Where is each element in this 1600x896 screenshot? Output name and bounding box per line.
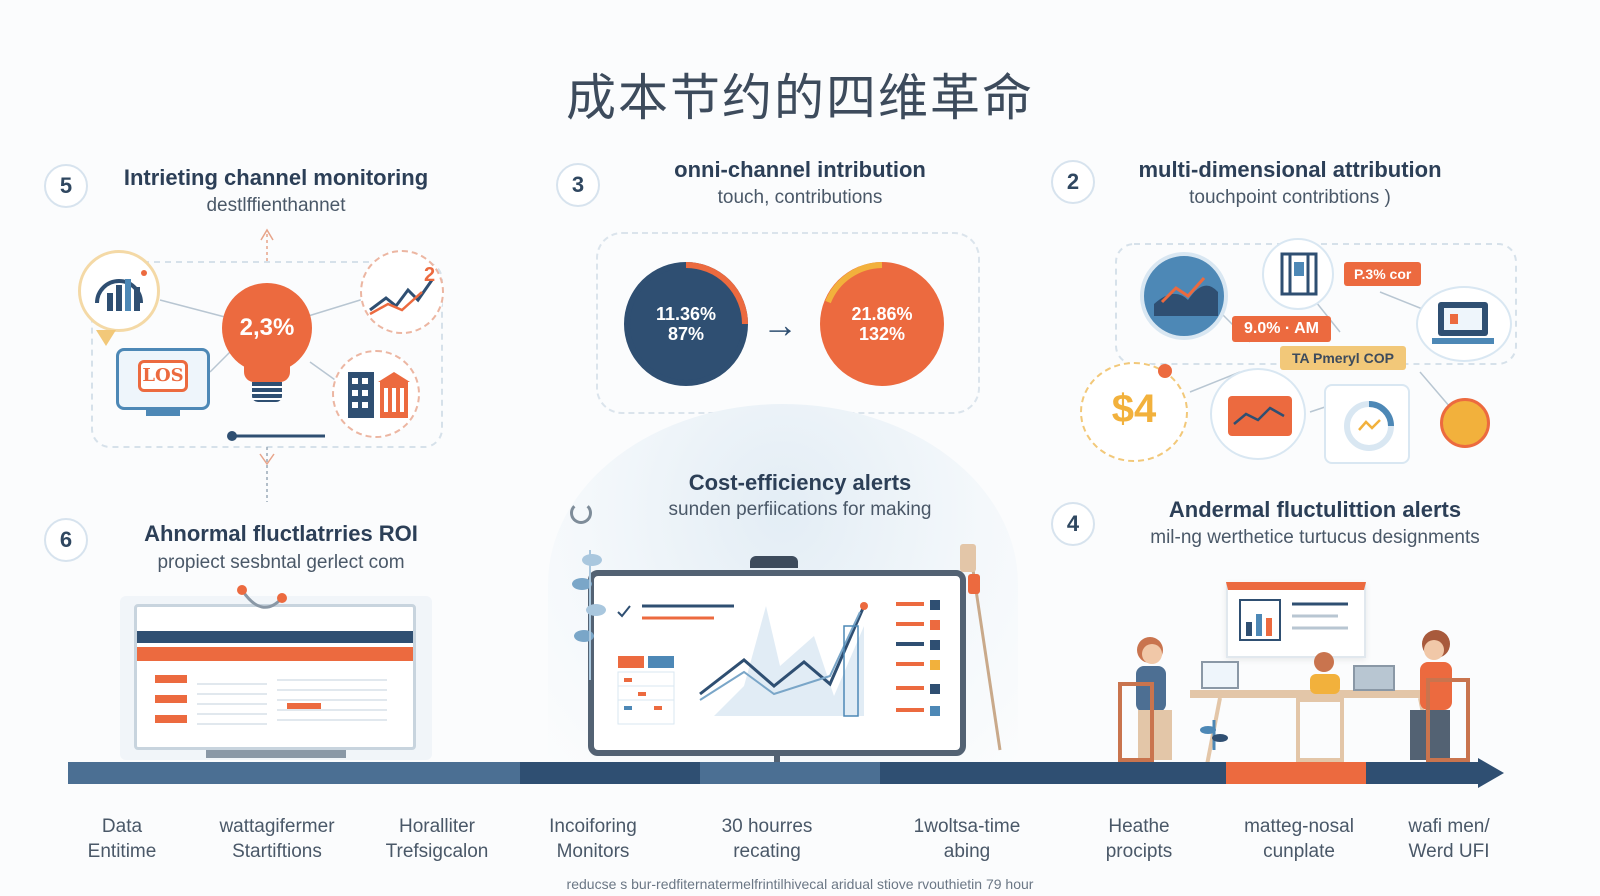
timeline-segment-1: [68, 762, 520, 784]
after-value-2: 132%: [858, 324, 906, 344]
section-4-title: Andermal fluctulittion alerts: [1168, 497, 1462, 522]
pointer-icon: [96, 330, 116, 346]
timeline-segment-3: [700, 762, 880, 784]
step-number-4: 4: [1051, 502, 1095, 546]
bar-chart-icon: [78, 250, 160, 332]
team-meeting-illustration: [1118, 630, 1470, 771]
plant-leaves-icon: [572, 550, 606, 680]
building-icon: [332, 350, 420, 438]
monitor-icon: [116, 348, 210, 410]
alarm-hook-icon: [237, 585, 287, 609]
analytics-chart: [617, 600, 940, 725]
dashboard-table-right: [277, 671, 387, 727]
center-title: Cost-efficiency alerts: [688, 470, 912, 495]
dashboard-stand: [206, 750, 346, 758]
monitor-camera-icon: [750, 556, 798, 568]
dollar-value-icon: $4: [1080, 362, 1188, 462]
dashboard-title-bar: [137, 647, 413, 661]
pen-stand-icon: [960, 544, 1002, 751]
monitor-stand-icon: [146, 410, 180, 416]
page-title: 成本节约的四维革命: [566, 69, 1034, 127]
channel-monitoring-illustration: [91, 228, 443, 502]
lightbulb-neck-icon: [244, 362, 290, 382]
percent-tag-3: TA Pmeryl COP: [1280, 346, 1406, 370]
dashboard-header-bar: [137, 631, 413, 643]
timeline-segment-5: [1226, 762, 1366, 784]
step-number-2: 2: [1051, 160, 1095, 204]
lightbulb-base-icon: [252, 382, 282, 402]
before-value-2: 87%: [667, 324, 705, 344]
dollar-badge-dot: [1158, 364, 1172, 378]
section-2-title: multi-dimensional attribution: [1138, 157, 1442, 182]
trend-line-icon: [360, 250, 444, 334]
wall-report-board: [1226, 582, 1366, 658]
step-number-5: 5: [44, 164, 88, 208]
percent-tag-1: P.3% cor: [1344, 262, 1422, 286]
dashboard-bar-2: [155, 695, 187, 703]
arrow-right-icon: →: [762, 304, 798, 345]
monitor-neck: [774, 756, 780, 766]
step-number-3: 3: [556, 163, 600, 207]
timeline-segment-4: [880, 762, 1226, 784]
dashboard-bar-3: [155, 715, 187, 723]
section-3-subtitle: touch, contributions: [717, 187, 883, 208]
timeline-label-9: wafi men/Werd UFI: [1408, 816, 1490, 862]
section-5-subtitle: destlffienthannet: [206, 195, 346, 216]
section-5-title: Intrieting channel monitoring: [123, 165, 429, 190]
timeline-arrow-head-icon: [1478, 758, 1504, 788]
center-subtitle: sunden perfiications for making: [668, 499, 932, 520]
factory-icon: [1262, 238, 1334, 310]
globe-icon: [1140, 252, 1228, 340]
dashboard-table-left: [197, 675, 267, 727]
after-value-1: 21.86%: [851, 304, 913, 324]
before-circle-arc: [685, 262, 748, 325]
section-2-subtitle: touchpoint contribtions ): [1189, 187, 1391, 208]
laptop-icon: [1416, 286, 1512, 362]
logo-badge: LOS: [138, 360, 188, 392]
before-value-1: 11.36%: [655, 304, 717, 324]
trend-badge: 2: [424, 264, 436, 286]
dashboard-screen-icon: [1210, 368, 1306, 460]
target-icon: [1440, 398, 1490, 448]
dashboard-highlight: [287, 703, 321, 709]
after-circle-arc: [825, 262, 883, 304]
gauge-icon: [1324, 384, 1410, 464]
lightbulb-value: 2,3%: [222, 283, 312, 373]
refresh-icon: [570, 502, 592, 524]
section-4-subtitle: mil-ng werthetice turtucus designments: [1150, 527, 1480, 548]
section-6-title: Ahnormal fluctlatrries ROI: [144, 521, 418, 546]
timeline-segment-6: [1366, 762, 1480, 784]
timeline-segment-2: [520, 762, 700, 784]
roi-dashboard-window: [134, 604, 416, 750]
section-6-subtitle: propiect sesbntal gerlect com: [157, 552, 405, 573]
percent-tag-2: 9.0% · AM: [1232, 316, 1331, 342]
footer-note: reducse s bur-redfiternatermelfrintilhiv…: [566, 876, 1034, 892]
dashboard-bar-1: [155, 675, 187, 683]
section-3-title: onni-channel intribution: [674, 157, 926, 182]
step-number-6: 6: [44, 518, 88, 562]
